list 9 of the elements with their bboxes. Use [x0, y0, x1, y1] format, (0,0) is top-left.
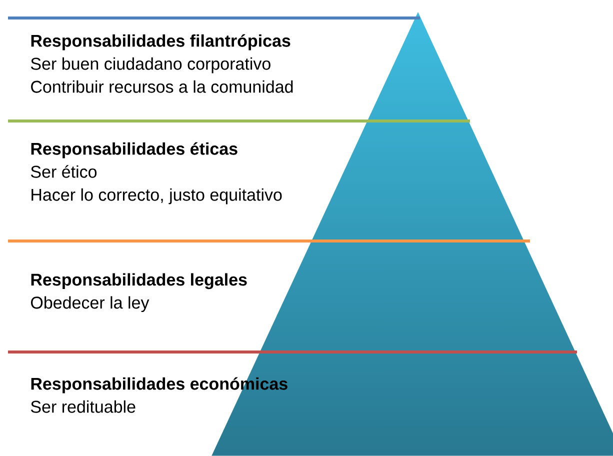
level-description: Obedecer la ley [31, 296, 150, 312]
level-description: Ser buen ciudadano corporativo [30, 57, 270, 74]
level-heading: Responsabilidades filantrópicas [31, 34, 290, 50]
level-description: Contribuir recursos a la comunidad [31, 80, 293, 93]
level-description: Ser ético [30, 165, 97, 178]
level-heading: Responsabilidades legales [31, 273, 247, 290]
level-description: Hacer lo correcto, justo equitativo [32, 188, 282, 204]
level-description: Ser redituable [30, 400, 136, 413]
level-heading: Responsabilidades éticas [31, 142, 238, 158]
